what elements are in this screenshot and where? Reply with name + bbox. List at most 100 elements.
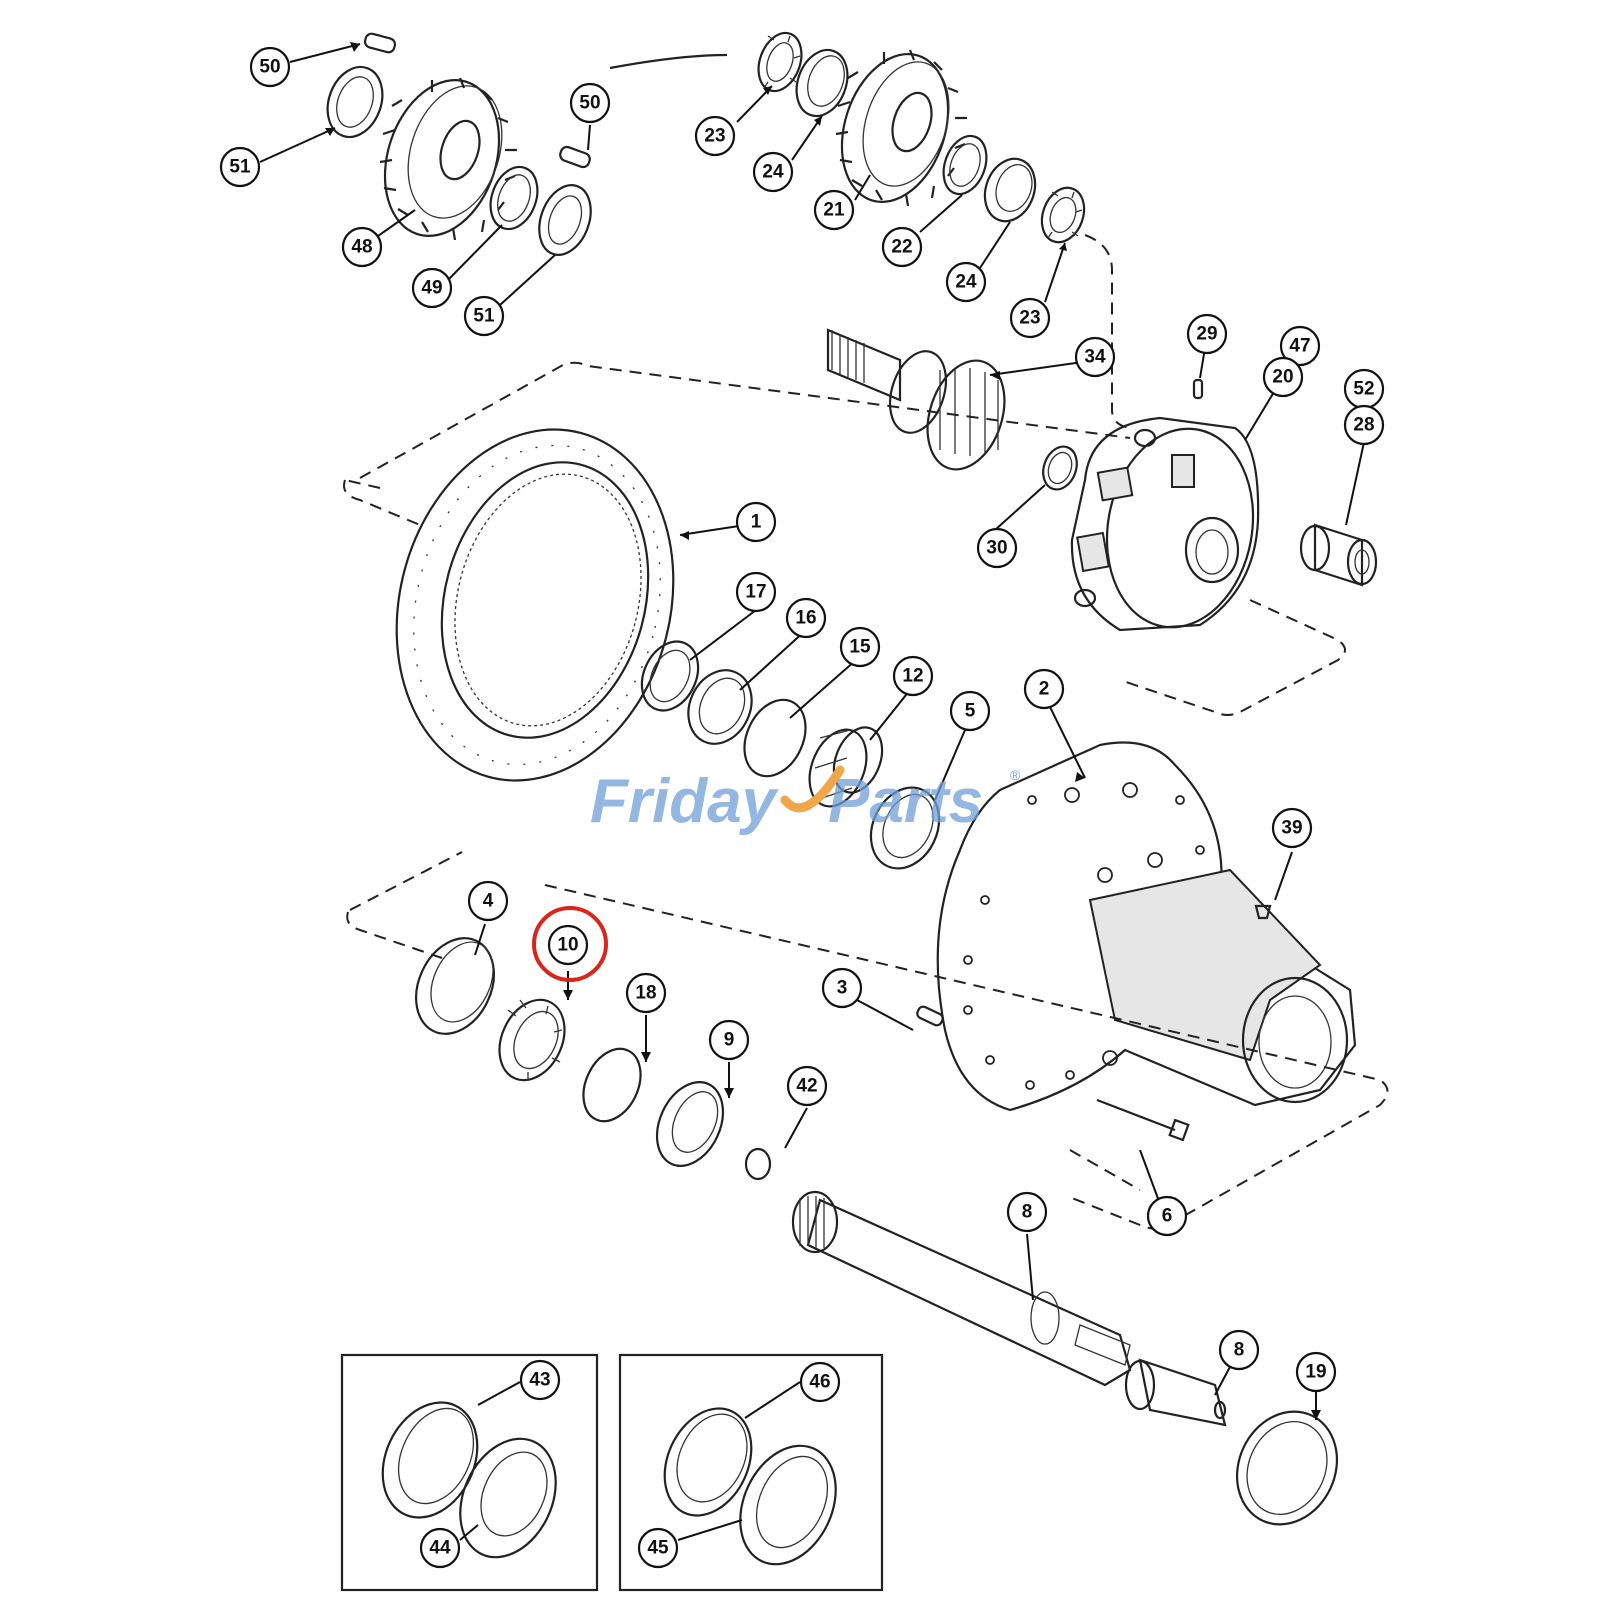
svg-text:24: 24 — [955, 272, 977, 293]
svg-text:4: 4 — [483, 891, 494, 912]
roll-pin-part-50-mid — [559, 145, 591, 169]
svg-text:23: 23 — [1019, 308, 1040, 329]
thrust-washer-part-51-top — [326, 65, 384, 139]
callout-17: 17 — [735, 571, 777, 613]
svg-text:50: 50 — [259, 57, 280, 78]
callout-4: 4 — [467, 880, 509, 922]
ring-gear-part-1 — [395, 428, 675, 782]
callout-8-key: 8 — [1218, 1329, 1260, 1371]
svg-text:48: 48 — [351, 237, 372, 258]
callout-44: 44 — [419, 1527, 461, 1569]
callout-9: 9 — [708, 1019, 750, 1061]
callout-46: 46 — [799, 1361, 841, 1403]
svg-text:Parts: Parts — [828, 767, 983, 836]
callout-21: 21 — [813, 189, 855, 231]
seal-part-44 — [459, 1437, 557, 1559]
dowel-pin-part-3 — [916, 1005, 944, 1027]
callout-3: 3 — [821, 967, 863, 1009]
svg-text:18: 18 — [635, 983, 656, 1004]
snap-ring-part-30 — [1042, 445, 1078, 491]
svg-text:9: 9 — [724, 1030, 735, 1051]
svg-text:51: 51 — [229, 157, 251, 178]
callout-2: 2 — [1023, 668, 1065, 710]
callout-15: 15 — [839, 626, 881, 668]
seal-part-46 — [663, 1407, 753, 1517]
bushing-part-28 — [1299, 523, 1378, 587]
callout-34: 34 — [1074, 336, 1116, 378]
svg-text:34: 34 — [1084, 347, 1106, 368]
assembly-dashed-outline-lower — [346, 851, 1389, 1230]
seal-part-9 — [655, 1081, 725, 1167]
pinion-shaft-part-34 — [826, 328, 1006, 471]
svg-text:19: 19 — [1305, 1362, 1326, 1383]
bearing-cup-part-4 — [415, 937, 495, 1035]
roll-pin-part-50-top — [363, 32, 397, 54]
svg-text:52: 52 — [1353, 379, 1374, 400]
callout-29: 29 — [1186, 313, 1228, 355]
assembly-dashed-outline-upper — [343, 361, 1346, 716]
svg-text:42: 42 — [796, 1076, 817, 1097]
callout-8-shaft: 8 — [1006, 1191, 1048, 1233]
assembly-dashed-line-upper — [1084, 234, 1131, 429]
svg-text:22: 22 — [891, 237, 912, 258]
svg-text:10: 10 — [557, 935, 578, 956]
callout-24-top: 24 — [752, 151, 794, 193]
callout-45: 45 — [637, 1527, 679, 1569]
svg-text:50: 50 — [579, 93, 600, 114]
callout-19: 19 — [1295, 1351, 1337, 1393]
spacer-part-49 — [489, 165, 539, 231]
pin-part-29 — [1192, 378, 1204, 400]
bearing-cone-part-23-top — [757, 31, 803, 93]
svg-text:6: 6 — [1162, 1206, 1173, 1227]
callout-18: 18 — [625, 972, 667, 1014]
svg-text:51: 51 — [473, 306, 495, 327]
upper-right-gear-group — [757, 31, 1086, 244]
callout-42: 42 — [786, 1065, 828, 1107]
key-part-8 — [1124, 1358, 1227, 1427]
bearing-cone-part-23-bottom — [1040, 186, 1086, 244]
callout-49: 49 — [411, 267, 453, 309]
bearing-cup-part-24-top — [795, 48, 849, 118]
svg-text:46: 46 — [809, 1372, 830, 1393]
svg-text:28: 28 — [1353, 415, 1374, 436]
svg-text:3: 3 — [837, 978, 848, 999]
seal-part-45 — [739, 1444, 837, 1566]
svg-text:Friday: Friday — [590, 767, 780, 836]
svg-text:17: 17 — [745, 582, 766, 603]
svg-text:43: 43 — [529, 1370, 550, 1391]
svg-text:21: 21 — [823, 200, 845, 221]
spacer-part-17 — [640, 640, 700, 712]
gear-part-48 — [379, 77, 517, 241]
callout-23-bottom: 23 — [1009, 297, 1051, 339]
callout-5: 5 — [949, 690, 991, 732]
callout-24-bottom: 24 — [945, 261, 987, 303]
bolt-part-39 — [1254, 904, 1272, 920]
svg-text:5: 5 — [965, 701, 976, 722]
svg-text:20: 20 — [1272, 367, 1293, 388]
seal-part-19 — [1235, 1410, 1339, 1526]
inset-box-left — [340, 1353, 599, 1592]
thrust-washer-part-51-bottom — [538, 184, 592, 256]
callout-20: 20 — [1262, 356, 1304, 398]
bearing-cup-part-5 — [869, 786, 941, 870]
callout-12: 12 — [892, 655, 934, 697]
plug-part-42 — [744, 1147, 772, 1181]
axle-housing-part-2 — [936, 741, 1357, 1112]
bolt-part-6 — [1096, 1098, 1190, 1142]
svg-text:12: 12 — [902, 666, 923, 687]
svg-text:23: 23 — [704, 126, 725, 147]
svg-text:24: 24 — [762, 162, 784, 183]
callout-52: 52 — [1343, 368, 1385, 410]
svg-text:8: 8 — [1234, 1340, 1245, 1361]
bearing-cup-part-24-bottom — [983, 157, 1037, 223]
svg-text:47: 47 — [1289, 336, 1310, 357]
callout-28: 28 — [1343, 404, 1385, 446]
callout-22: 22 — [881, 226, 923, 268]
planet-carrier-part-20 — [1070, 416, 1260, 632]
watermark-logo: Friday Parts ® — [590, 765, 1021, 836]
upper-left-gear-group — [326, 32, 592, 256]
inset-box-right — [618, 1353, 884, 1592]
callouts: 50 51 48 50 49 51 23 24 21 22 24 23 34 2… — [219, 46, 1385, 1569]
highlight-circle-part-10 — [532, 906, 608, 982]
